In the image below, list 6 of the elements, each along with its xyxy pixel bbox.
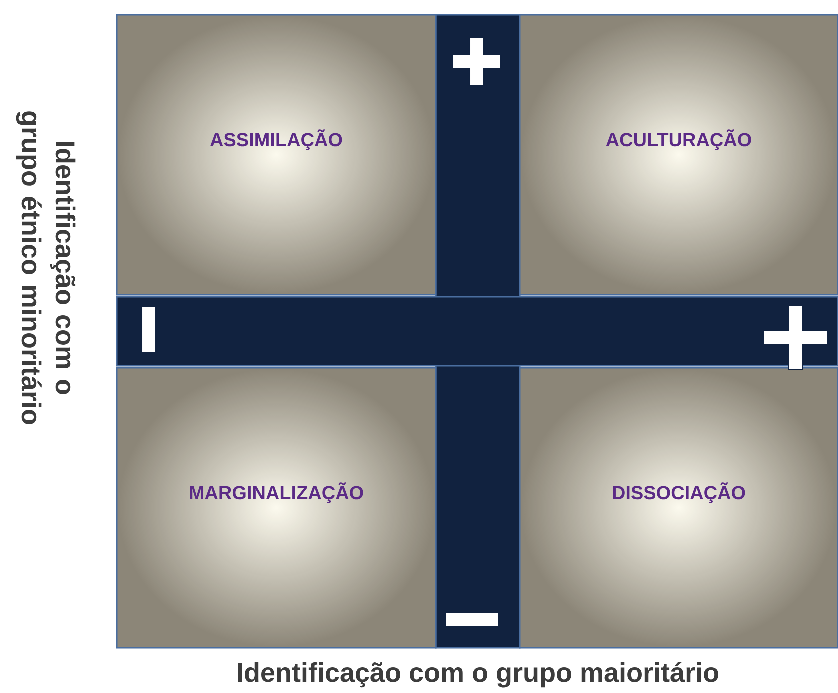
- axis-label: Identificação com o grupo maioritário: [238, 662, 718, 688]
- quadrant-box: MARGINALIZAÇÃO: [116, 367, 437, 649]
- quadrant-box: DISSOCIAÇÃO: [519, 367, 838, 649]
- axis-label: Identificação com o grupo étnico minoritário: [16, 112, 76, 424]
- quadrant-box: ASSIMILAÇÃO: [116, 14, 437, 296]
- quadrant-box: ACULTURAÇÃO: [519, 14, 838, 296]
